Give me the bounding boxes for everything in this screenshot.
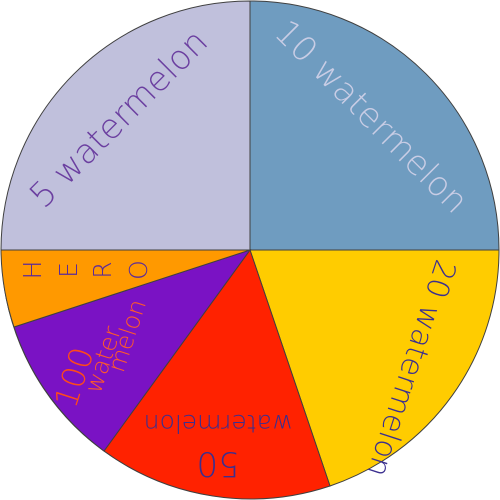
segment-5-watermelon[interactable] [0,0,251,251]
segment-hero-letter-h: H [18,261,47,280]
segment-50-watermelon[interactable] [103,248,331,500]
segment-100-watermelon[interactable] [13,249,252,452]
segment-20-watermelon[interactable] [249,249,500,487]
segment-hero-letter-o: O [124,260,153,280]
segment-hero-letter-r: R [88,261,117,278]
segment-50-word-label: watermelon [144,409,293,438]
segment-50-number-label: 50 [196,444,239,484]
segment-10-watermelon[interactable] [249,0,500,251]
segment-hero-letter-e: E [54,262,83,278]
